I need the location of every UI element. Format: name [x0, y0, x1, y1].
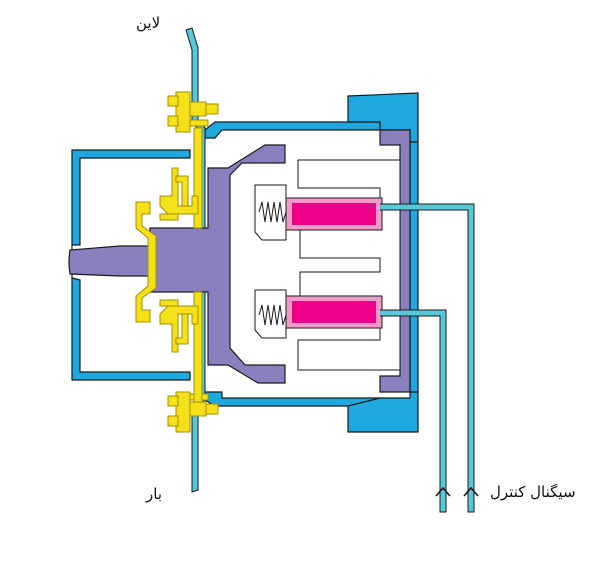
control-signal-label: سیگنال کنترل	[490, 483, 576, 501]
control-wire-upper	[380, 203, 475, 513]
housing-right-wall	[409, 141, 419, 393]
upper-contact-tip	[159, 299, 179, 307]
lower-spring-icon	[258, 304, 287, 326]
magnetic-frame	[379, 129, 411, 393]
moving-contact-bridge	[135, 201, 157, 323]
housing-frame	[71, 149, 191, 381]
lower-coil	[292, 301, 376, 323]
lower-contact-clip	[159, 305, 199, 353]
control-wire-lower	[380, 309, 447, 513]
stationary-core	[297, 159, 401, 371]
upper-spring-icon	[258, 201, 287, 223]
lower-armature	[254, 289, 287, 339]
lower-contact-tip	[159, 213, 179, 221]
up-arrow-icon	[435, 486, 479, 497]
upper-contact-hook	[175, 175, 189, 207]
upper-fixed-contact	[193, 127, 203, 229]
moving-carrier	[149, 144, 286, 384]
upper-coil	[292, 203, 376, 225]
load-label: بار	[146, 485, 162, 503]
upper-contact-clip	[159, 167, 199, 215]
lower-fixed-contact	[193, 291, 203, 403]
line-label: لاین	[136, 14, 161, 32]
housing-bottom-bar	[204, 391, 381, 407]
actuator-rod	[68, 245, 151, 277]
upper-terminal	[167, 91, 219, 133]
housing-top-bar	[204, 121, 381, 139]
upper-armature	[254, 184, 287, 241]
lower-contact-hook	[175, 313, 189, 345]
